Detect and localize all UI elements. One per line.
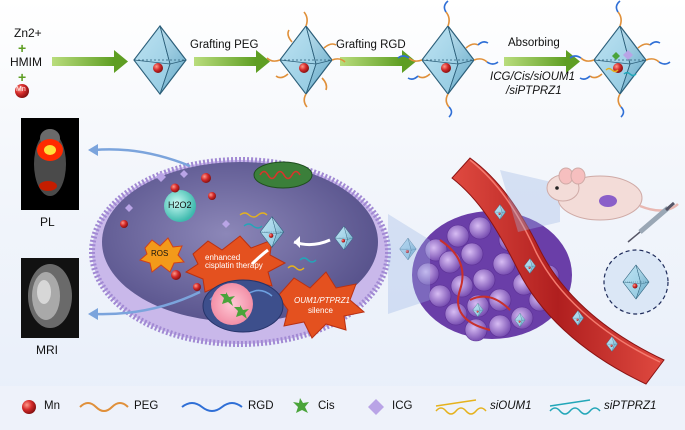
syringe [627, 201, 675, 243]
h2o2-sphere [164, 190, 196, 222]
ros-burst [138, 237, 186, 273]
arrow-to-pl [93, 148, 191, 168]
peg-chain-icon [79, 402, 129, 412]
arrow-to-mri [93, 290, 201, 316]
internal-arrowhead-1 [294, 236, 300, 248]
siptprz1-strand-icon [549, 399, 601, 415]
pl-label: PL [40, 215, 55, 229]
step3-label: Absorbing [508, 37, 560, 49]
therapy-burst [184, 235, 287, 296]
flow-arrow-2 [194, 50, 270, 73]
flow-arrow-3 [340, 50, 416, 73]
zoom-beam-cell [388, 214, 430, 314]
rgd-grafted-crystal [397, 0, 499, 118]
injection-magnifier [603, 249, 669, 315]
hmim-label: HMIM [10, 55, 42, 69]
zoom-beam-mouse [500, 170, 560, 232]
legend-siptprz1: siPTPRZ1 [604, 400, 657, 412]
mn-precursor-sphere [15, 84, 29, 98]
mitochondrion [253, 161, 313, 189]
silence-label-line1: OUM1/PTPRZ1 [294, 296, 351, 305]
legend-peg: PEG [134, 400, 159, 412]
loaded-nanoparticle [569, 0, 671, 118]
silence-burst [277, 271, 366, 339]
sioum1-strand-icon [435, 399, 487, 415]
therapy-label: enhanced cisplatin therapy [205, 253, 263, 271]
mn-badge-label: Mn [16, 86, 26, 93]
zn-text: Zn2+ [14, 26, 42, 40]
step1-label: Grafting PEG [190, 39, 259, 51]
legend-icg: ICG [392, 400, 413, 412]
plus-sign-2: + [18, 69, 27, 85]
nucleus [202, 279, 284, 333]
peg-grafted-crystal [266, 11, 346, 108]
flow-arrow-4 [504, 50, 580, 73]
mri-image [21, 258, 79, 338]
icg-diamond-icon [368, 399, 384, 415]
arrowhead-pl [88, 144, 98, 156]
pl-image [21, 118, 79, 210]
mn-sphere-icon [22, 400, 36, 414]
mri-label: MRI [36, 343, 58, 357]
legend-rgd: RGD [248, 400, 274, 412]
cis-star-icon [293, 398, 309, 413]
blood-vessel [451, 157, 665, 385]
step3-sub-line1: ICG/Cis/siOUM1 [490, 71, 575, 83]
h2o2-label: H2O2 [168, 200, 192, 210]
step2-label: Grafting RGD [336, 39, 406, 51]
legend-sioum1: siOUM1 [490, 400, 532, 412]
mouse-illustration [546, 167, 679, 221]
rgd-chain-icon [181, 402, 243, 412]
legend-mn: Mn [44, 400, 60, 412]
released-sirna [239, 212, 317, 271]
cell-cargo [120, 170, 230, 291]
flow-arrow-1 [52, 50, 128, 73]
legend-cis: Cis [318, 400, 335, 412]
zif8-mn-crystal [133, 25, 187, 95]
legend-bar [0, 386, 685, 430]
plus-sign-1: + [18, 40, 27, 56]
step3-sub-line2: /siPTPRZ1 [506, 85, 562, 97]
silence-label-line2: silence [308, 306, 333, 315]
ros-label: ROS [151, 249, 169, 258]
arrowhead-mri [88, 308, 98, 320]
zn-label: Zn2+ [14, 26, 42, 41]
